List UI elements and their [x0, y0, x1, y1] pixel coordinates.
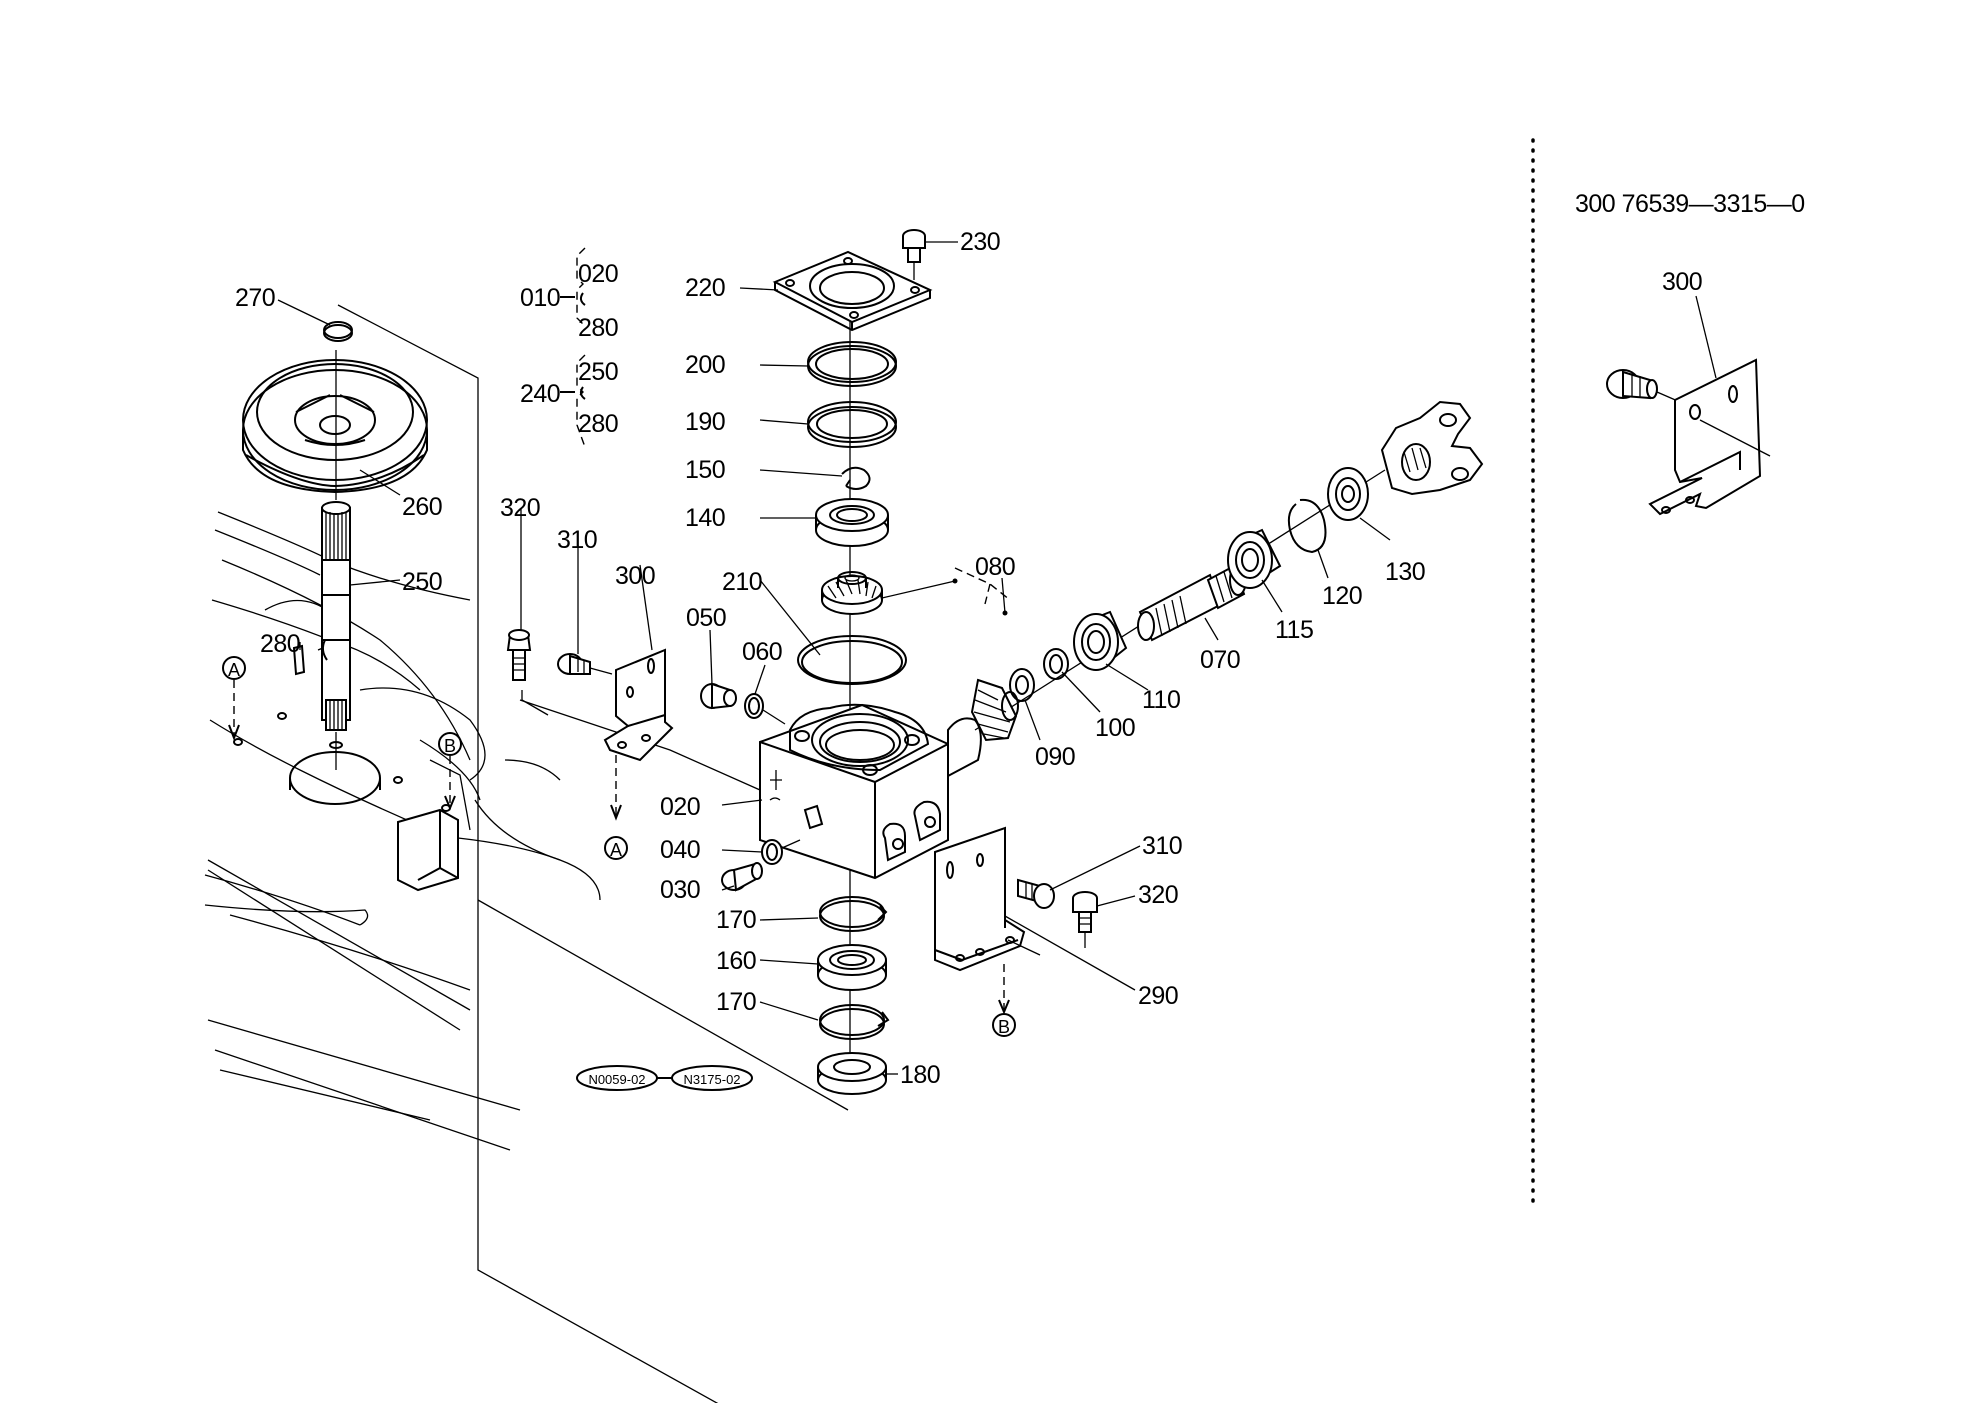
label-190: 190	[685, 408, 725, 436]
label-080: 080	[975, 553, 1015, 581]
label-300-left: 300	[615, 562, 655, 590]
bolt-310-right	[1017, 878, 1055, 909]
svg-text:B: B	[998, 1017, 1010, 1037]
label-180: 180	[900, 1061, 940, 1089]
bracket-290	[934, 826, 1026, 1015]
bearing-140	[815, 498, 889, 547]
mower-deck-outline	[204, 511, 601, 1151]
plug-030	[721, 862, 763, 892]
svg-text:N0059-02: N0059-02	[588, 1072, 645, 1087]
bracket-300-left	[603, 564, 674, 821]
o-ring-200	[807, 341, 897, 387]
label-320-right: 320	[1138, 881, 1178, 909]
label-310-left: 310	[557, 526, 597, 554]
gasket-060	[744, 693, 786, 725]
pinion-shaft-070	[1137, 564, 1247, 642]
label-150: 150	[685, 456, 725, 484]
ref-marker-a: A	[222, 656, 246, 741]
o-ring-210	[797, 635, 907, 685]
inset-bolt	[1606, 369, 1681, 403]
label-250-kit: 250	[578, 358, 618, 386]
label-115: 115	[1275, 616, 1313, 644]
svg-text:B: B	[444, 736, 456, 756]
label-090: 090	[1035, 743, 1075, 771]
ref-code-left: N0059-02	[576, 1065, 658, 1091]
label-280-kit-2: 280	[578, 410, 618, 438]
svg-text:A: A	[610, 840, 622, 860]
plug-050	[700, 682, 737, 710]
label-310-right: 310	[1142, 832, 1182, 860]
label-320-left: 320	[500, 494, 540, 522]
ref-code-right: N3175-02	[671, 1065, 753, 1091]
label-290: 290	[1138, 982, 1178, 1010]
svg-text:A: A	[228, 660, 240, 680]
label-050: 050	[686, 604, 726, 632]
label-220: 220	[685, 274, 725, 302]
leader-lines	[277, 241, 1391, 1075]
label-060: 060	[742, 638, 782, 666]
frame-lines	[337, 304, 849, 1408]
part-labels: 010 020 280 240 250 280 270 260 250 280 …	[235, 228, 1426, 1089]
label-240: 240	[520, 380, 560, 408]
ref-marker-b: B	[438, 732, 462, 811]
bearing-160	[817, 944, 887, 991]
label-020: 020	[660, 793, 700, 821]
label-030: 030	[660, 876, 700, 904]
label-010: 010	[520, 284, 560, 312]
label-130: 130	[1385, 558, 1425, 586]
snap-ring-270	[323, 321, 353, 342]
label-260: 260	[402, 493, 442, 521]
bearing-115	[1227, 528, 1282, 589]
snap-ring-150	[841, 466, 871, 490]
label-110: 110	[1142, 686, 1180, 714]
label-280-kit: 280	[578, 314, 618, 342]
label-250: 250	[402, 568, 442, 596]
bolt-230	[902, 229, 926, 280]
label-140: 140	[685, 504, 725, 532]
oil-seal-190	[807, 401, 897, 448]
kit-bracket-010	[560, 247, 586, 327]
ref-marker-a-2: A	[604, 836, 628, 860]
label-170-upper: 170	[716, 906, 756, 934]
label-020-kit: 020	[578, 260, 618, 288]
snap-ring-170-upper	[819, 896, 888, 932]
inset-panel: 300 76539—3315—0 300	[1575, 190, 1805, 516]
label-160: 160	[716, 947, 756, 975]
gearbox-housing	[759, 703, 982, 880]
bolt-320-left	[506, 508, 549, 716]
label-070: 070	[1200, 646, 1240, 674]
shim-090	[1009, 668, 1035, 702]
yoke-flange	[1380, 400, 1484, 496]
kit-bracket-240	[560, 354, 586, 448]
key-280	[292, 644, 306, 676]
label-210: 210	[722, 568, 762, 596]
inset-bracket-300	[1648, 358, 1771, 516]
bearing-110	[1073, 610, 1128, 671]
label-100: 100	[1095, 714, 1135, 742]
label-120: 120	[1322, 582, 1362, 610]
cover-plate-220	[772, 250, 933, 332]
inset-caption: 300 76539—3315—0	[1575, 190, 1805, 218]
shim-100	[1043, 648, 1069, 680]
oil-seal-130	[1327, 467, 1369, 521]
bevel-gear-top	[821, 571, 883, 615]
spline-shaft	[321, 350, 351, 770]
label-280: 280	[260, 630, 300, 658]
label-200: 200	[685, 351, 725, 379]
pulley	[242, 359, 428, 494]
label-170-lower: 170	[716, 988, 756, 1016]
ref-marker-b-2: B	[992, 1013, 1016, 1037]
bolt-310-left	[557, 545, 613, 675]
label-040: 040	[660, 836, 700, 864]
snap-ring-170-lower	[819, 1004, 890, 1040]
label-270: 270	[235, 284, 275, 312]
oil-seal-180	[817, 1052, 887, 1095]
inset-label-300: 300	[1662, 268, 1702, 296]
bevel-gear-side	[970, 678, 1019, 742]
bolt-320-right	[1072, 891, 1098, 948]
snap-ring-120	[1287, 498, 1327, 554]
svg-text:N3175-02: N3175-02	[683, 1072, 740, 1087]
label-230: 230	[960, 228, 1000, 256]
